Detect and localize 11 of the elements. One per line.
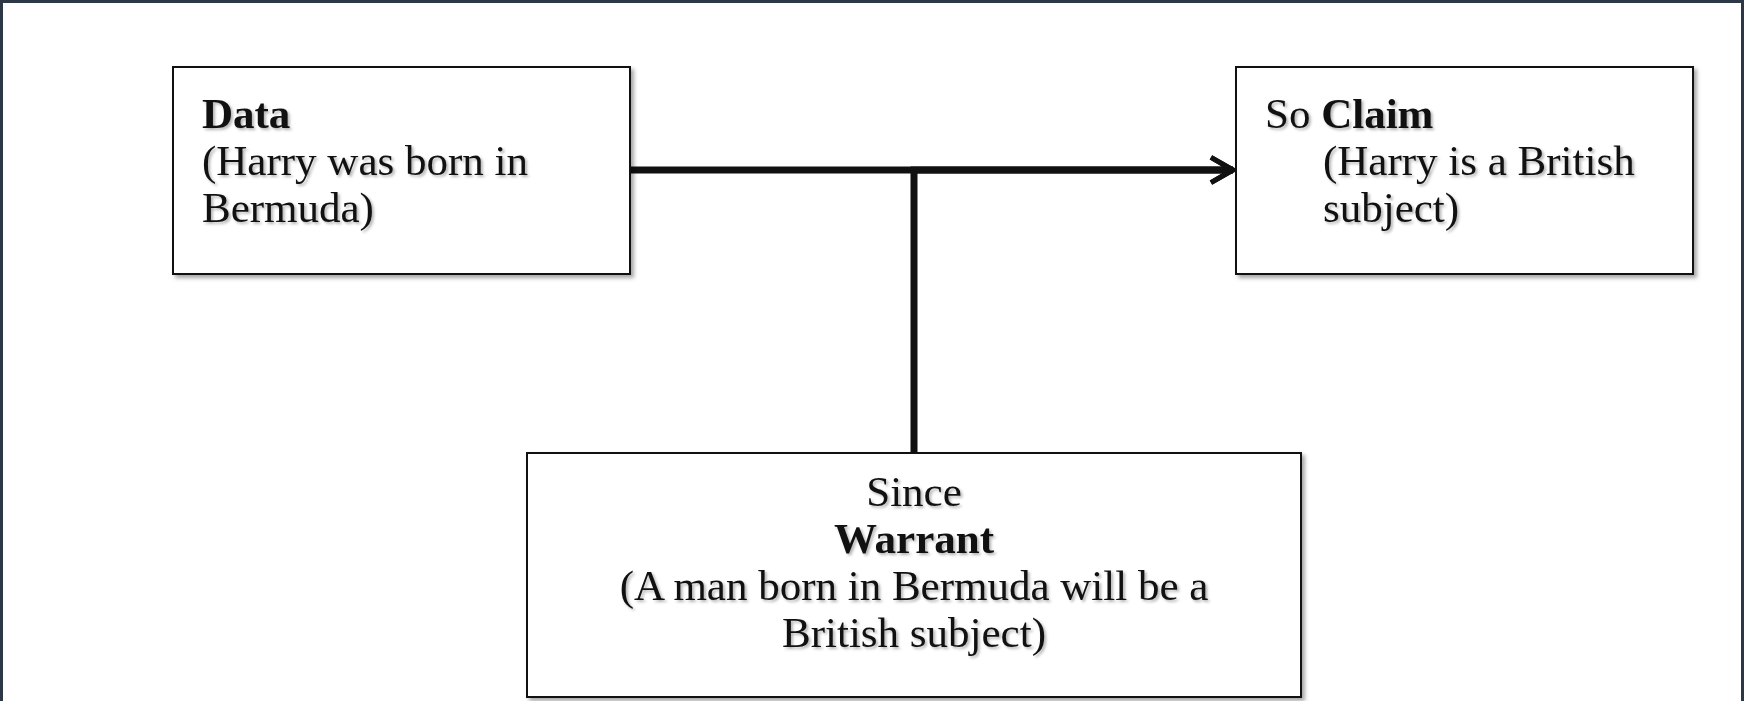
- body-text: (A man born in Bermuda will be a British subject): [618, 562, 1210, 656]
- heading-text: Warrant: [832, 515, 995, 562]
- heading-text: So Claim: [1265, 90, 1435, 137]
- body-text: (Harry was born in Bermuda): [202, 137, 529, 231]
- heading-text: Since: [865, 468, 963, 515]
- arrow: [910, 154, 1236, 452]
- text-box: [1235, 66, 1694, 275]
- text-box: [526, 452, 1302, 698]
- text-box: [172, 66, 631, 275]
- body-text: (Harry is a British subject): [1323, 137, 1636, 231]
- heading-text: Data: [202, 90, 292, 137]
